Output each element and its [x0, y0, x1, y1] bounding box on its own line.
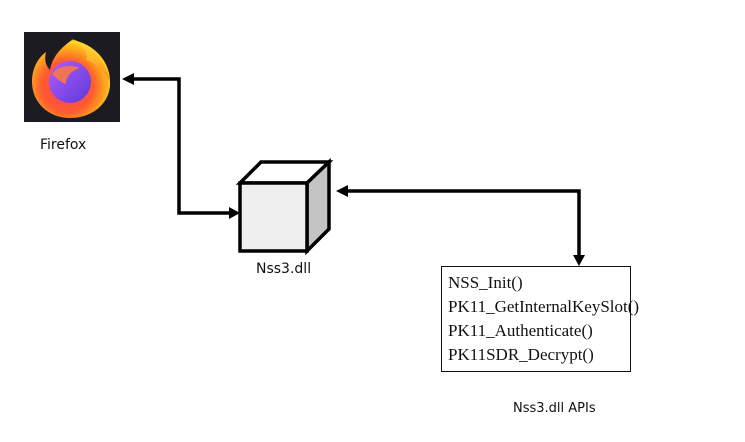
firefox-label: Firefox — [40, 137, 87, 153]
nss-dll-label: Nss3.dll — [256, 261, 312, 277]
edge-nss-apis — [336, 185, 585, 266]
arrowhead-to-nss — [229, 207, 240, 219]
cube-icon — [235, 157, 334, 256]
firefox-logo-icon — [24, 32, 120, 122]
api-item: PK11_GetInternalKeySlot() — [448, 297, 640, 316]
api-list-caption: Nss3.dll APIs — [513, 401, 596, 416]
api-item: PK11_Authenticate() — [448, 321, 593, 340]
api-item: NSS_Init() — [448, 273, 523, 292]
api-list-box: NSS_Init() PK11_GetInternalKeySlot() PK1… — [441, 266, 640, 372]
arrowhead-to-apis — [573, 255, 585, 266]
api-item: PK11SDR_Decrypt() — [448, 345, 594, 364]
arrowhead-to-firefox — [122, 73, 134, 85]
edge-firefox-nss — [122, 73, 240, 219]
arrowhead-to-nss-right — [336, 185, 348, 197]
